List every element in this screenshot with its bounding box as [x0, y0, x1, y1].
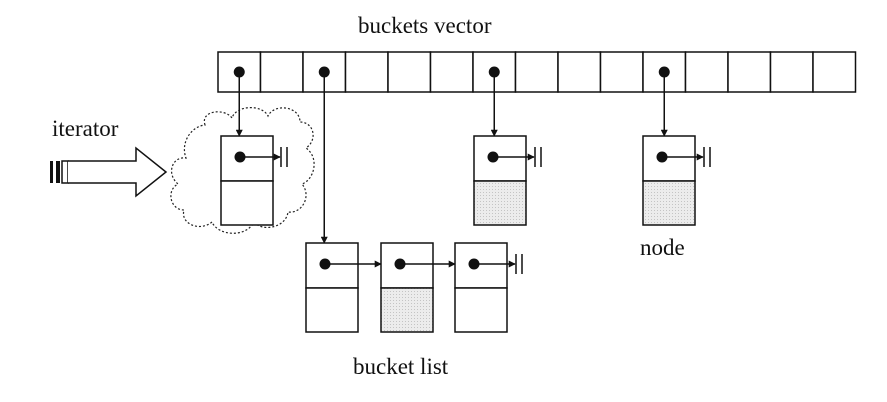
iterator-cloud: [170, 107, 315, 234]
node-value-field: [305, 287, 359, 333]
bucket-list-node: [454, 242, 508, 333]
node-value-field: [220, 180, 274, 226]
node-value-field: [454, 287, 508, 333]
node-next-field: [642, 135, 696, 182]
bucket-list-label: bucket list: [353, 354, 449, 379]
buckets-vector: [217, 51, 857, 93]
bucket-cell: [727, 51, 772, 93]
iterator-label: iterator: [52, 116, 119, 141]
node-value-field: [473, 180, 527, 226]
bucket-list-node: [380, 242, 434, 333]
buckets-vector-label: buckets vector: [358, 13, 492, 38]
node-next-field: [305, 242, 359, 289]
bucket-list-node: [305, 242, 359, 333]
bucket-cell: [684, 51, 729, 93]
node-next-field: [220, 135, 274, 182]
bucket-cell: [812, 51, 857, 93]
bucket-cell: [514, 51, 559, 93]
node-value-field: [380, 287, 434, 333]
bucket-cell: [429, 51, 474, 93]
iterator-node: [220, 135, 274, 226]
node-next-field: [380, 242, 434, 289]
iterator-arrow: [50, 146, 168, 198]
node-next-field: [454, 242, 508, 289]
bucket-cell: [344, 51, 389, 93]
node-value-field: [642, 180, 696, 226]
bucket-cell: [387, 51, 432, 93]
node-label: node: [640, 235, 685, 260]
bucket-cell: [769, 51, 814, 93]
bucket-cell: [557, 51, 602, 93]
bucket-cell: [259, 51, 304, 93]
node-next-field: [473, 135, 527, 182]
bucket-cell: [599, 51, 644, 93]
bucket-node: [473, 135, 527, 226]
node: [642, 135, 696, 226]
